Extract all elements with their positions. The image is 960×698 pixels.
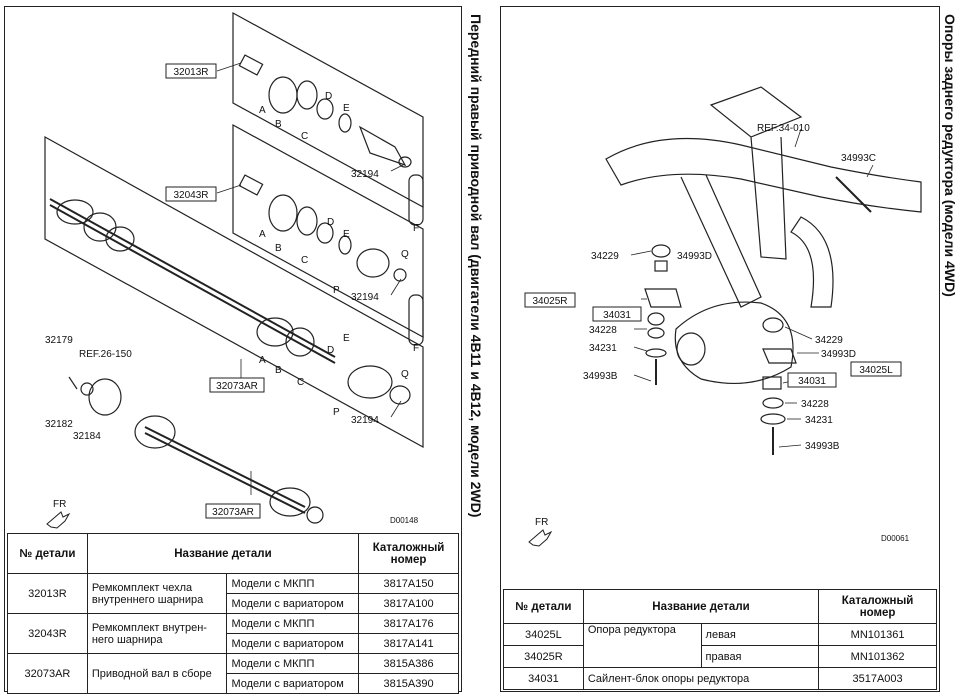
left-page-panel: 32013R 32043R 32073AR 32073AR 32179 REF.… (4, 6, 462, 694)
letter-P-2: P (333, 407, 340, 418)
callout-34231-right: 34231 (805, 415, 833, 426)
callout-32194-3: 32194 (351, 415, 379, 426)
table-cell-part-no: 34025L (503, 623, 584, 646)
table-cell-catalog-no: 3815A390 (358, 673, 459, 694)
callout-32184: 32184 (73, 431, 101, 442)
table-cell-part-no: 32043R (7, 613, 88, 654)
fr-label-right: FR (535, 517, 548, 528)
callout-ref-26-150: REF.26-150 (79, 349, 132, 360)
fr-label: FR (53, 499, 66, 510)
right-parts-table: № детали Название детали Каталожный номе… (503, 589, 937, 690)
kit-box-32073AR (44, 135, 424, 449)
callout-34229-left: 34229 (591, 251, 619, 262)
letter-E-1: E (343, 103, 350, 114)
table-cell-part-name: Опора редуктора (582, 623, 702, 668)
callout-34993D-left: 34993D (677, 251, 712, 262)
table-cell-part-no: 34031 (503, 667, 584, 690)
table-cell-side: левая (700, 623, 820, 646)
letter-B-3: B (275, 365, 282, 376)
driveshaft-diagram: 32013R 32043R 32073AR 32073AR 32179 REF.… (44, 11, 424, 529)
letter-Q-1: Q (401, 249, 409, 260)
callout-34031-right: 34031 (798, 376, 826, 387)
letter-A-2: A (259, 229, 266, 240)
callout-34228-left: 34228 (589, 325, 617, 336)
header-part-no: № детали (7, 533, 88, 574)
callout-34231-left: 34231 (589, 343, 617, 354)
table-cell-catalog-no: 3817A100 (358, 593, 459, 614)
callout-32073AR-top: 32073AR (216, 381, 258, 392)
letter-E-3: E (343, 333, 350, 344)
table-cell-catalog-no: 3817A141 (358, 633, 459, 654)
callout-34993B-right: 34993B (805, 441, 840, 452)
callout-34025L: 34025L (859, 365, 893, 376)
table-cell-part-name: Сайлент-блок опоры редуктора (582, 667, 820, 690)
letter-A-3: A (259, 355, 266, 366)
letter-Q-2: Q (401, 369, 409, 380)
callout-34025R: 34025R (532, 296, 567, 307)
letter-D-3: D (327, 345, 334, 356)
callout-34228-right: 34228 (801, 399, 829, 410)
left-parts-table: № детали Название детали Каталожный номе… (7, 533, 459, 694)
table-cell-catalog-no: MN101361 (818, 623, 937, 646)
callout-32194-1: 32194 (351, 169, 379, 180)
header-part-no: № детали (503, 589, 584, 624)
callout-32043R: 32043R (173, 190, 208, 201)
table-cell-part-no: 32073AR (7, 653, 88, 694)
table-cell-catalog-no: 3817A150 (358, 573, 459, 594)
table-cell-catalog-no: MN101362 (818, 645, 937, 668)
header-part-name: Название детали (582, 589, 820, 624)
callout-32013R: 32013R (173, 67, 208, 78)
right-page-title: Опоры заднего редуктора (модели 4WD) (942, 14, 958, 297)
table-cell-catalog-no: 3817A176 (358, 613, 459, 634)
callout-34031-left: 34031 (603, 310, 631, 321)
letter-C-2: C (301, 255, 308, 266)
letter-E-2: E (343, 229, 350, 240)
rear-differential-mount-diagram: REF.34-010 34993C 34229 34993D 34025R 34… (524, 86, 922, 547)
diagram-code-right: D00061 (881, 534, 910, 543)
letter-C-3: C (297, 377, 304, 388)
callout-32182: 32182 (45, 419, 73, 430)
letter-B-1: B (275, 119, 282, 130)
table-cell-variant: Модели с МКПП (226, 653, 360, 674)
table-cell-variant: Модели с вариатором (226, 633, 360, 654)
header-part-name: Название детали (86, 533, 360, 574)
letter-F-2: F (413, 343, 419, 354)
table-cell-variant: Модели с вариатором (226, 673, 360, 694)
letter-D-1: D (325, 91, 332, 102)
callout-32073AR-bottom: 32073AR (212, 507, 254, 518)
letter-B-2: B (275, 243, 282, 254)
callout-32194-2: 32194 (351, 292, 379, 303)
table-cell-part-name: Приводной вал в сборе (86, 653, 228, 694)
callout-34993D-right: 34993D (821, 349, 856, 360)
table-cell-side: правая (700, 645, 820, 668)
diagram-code: D00148 (390, 516, 419, 525)
letter-P-1: P (333, 285, 340, 296)
letter-C-1: C (301, 131, 308, 142)
callout-34229-right: 34229 (815, 335, 843, 346)
table-cell-part-name: Ремкомплект чехла внутреннего шарнира (86, 573, 228, 614)
letter-D-2: D (327, 217, 334, 228)
callout-ref-34-010: REF.34-010 (757, 123, 810, 134)
table-cell-part-no: 34025R (503, 645, 584, 668)
callout-32179: 32179 (45, 335, 73, 346)
header-catalog-no: Каталожный номер (358, 533, 459, 574)
table-cell-variant: Модели с вариатором (226, 593, 360, 614)
table-cell-variant: Модели с МКПП (226, 573, 360, 594)
table-cell-part-no: 32013R (7, 573, 88, 614)
letter-F-1: F (413, 223, 419, 234)
left-page-title: Передний правый приводной вал (двигатели… (468, 14, 484, 518)
table-cell-part-name: Ремкомплект внутрен-него шарнира (86, 613, 228, 654)
callout-34993B-left: 34993B (583, 371, 618, 382)
table-cell-variant: Модели с МКПП (226, 613, 360, 634)
callout-34993C: 34993C (841, 153, 876, 164)
table-cell-catalog-no: 3517A003 (818, 667, 937, 690)
right-page-panel: REF.34-010 34993C 34229 34993D 34025R 34… (500, 6, 940, 692)
table-cell-catalog-no: 3815A386 (358, 653, 459, 674)
header-catalog-no: Каталожный номер (818, 589, 937, 624)
letter-A-1: A (259, 105, 266, 116)
